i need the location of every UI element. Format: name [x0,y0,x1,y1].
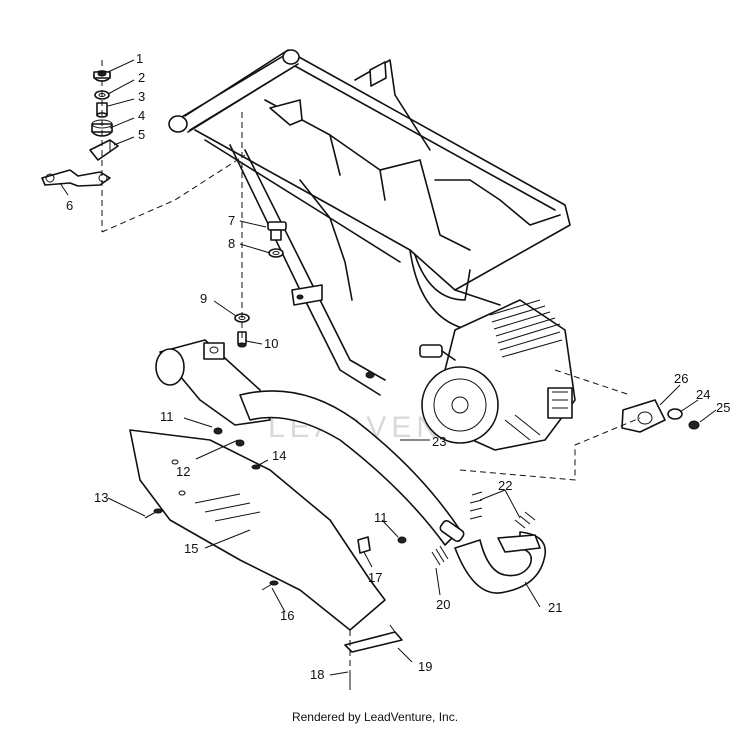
callout-11-lower: 11 [374,510,388,525]
callout-12: 12 [176,464,190,479]
callout-1: 1 [136,51,143,66]
callout-20: 20 [436,597,450,612]
callout-11: 11 [160,409,174,424]
callout-22: 22 [498,478,512,493]
callout-labels: 1 2 3 4 5 6 7 8 9 10 11 12 13 14 15 16 1… [66,51,730,682]
callout-3: 3 [138,89,145,104]
muffler-and-head-pipe [155,339,700,594]
callout-10: 10 [264,336,278,351]
callout-6: 6 [66,198,73,213]
callout-15: 15 [184,541,198,556]
mount-stack [41,60,246,233]
frame [168,49,571,396]
callout-24: 24 [696,387,710,402]
engine [419,299,576,451]
render-credit: Rendered by LeadVenture, Inc. [291,710,459,724]
callout-7: 7 [228,213,235,228]
callout-26: 26 [674,371,688,386]
callout-9: 9 [200,291,207,306]
callout-2: 2 [138,70,145,85]
callout-5: 5 [138,127,145,142]
callout-17: 17 [368,570,382,585]
callout-8: 8 [228,236,235,251]
callout-25: 25 [716,400,730,415]
callout-14: 14 [272,448,286,463]
callout-23: 23 [432,434,446,449]
mount-fasteners [234,112,287,348]
callout-4: 4 [138,108,145,123]
callout-18: 18 [310,667,324,682]
leader-lines [59,59,717,676]
callout-19: 19 [418,659,432,674]
callout-13: 13 [94,490,108,505]
heat-shield [129,427,407,690]
callout-16: 16 [280,608,294,623]
callout-21: 21 [548,600,562,615]
